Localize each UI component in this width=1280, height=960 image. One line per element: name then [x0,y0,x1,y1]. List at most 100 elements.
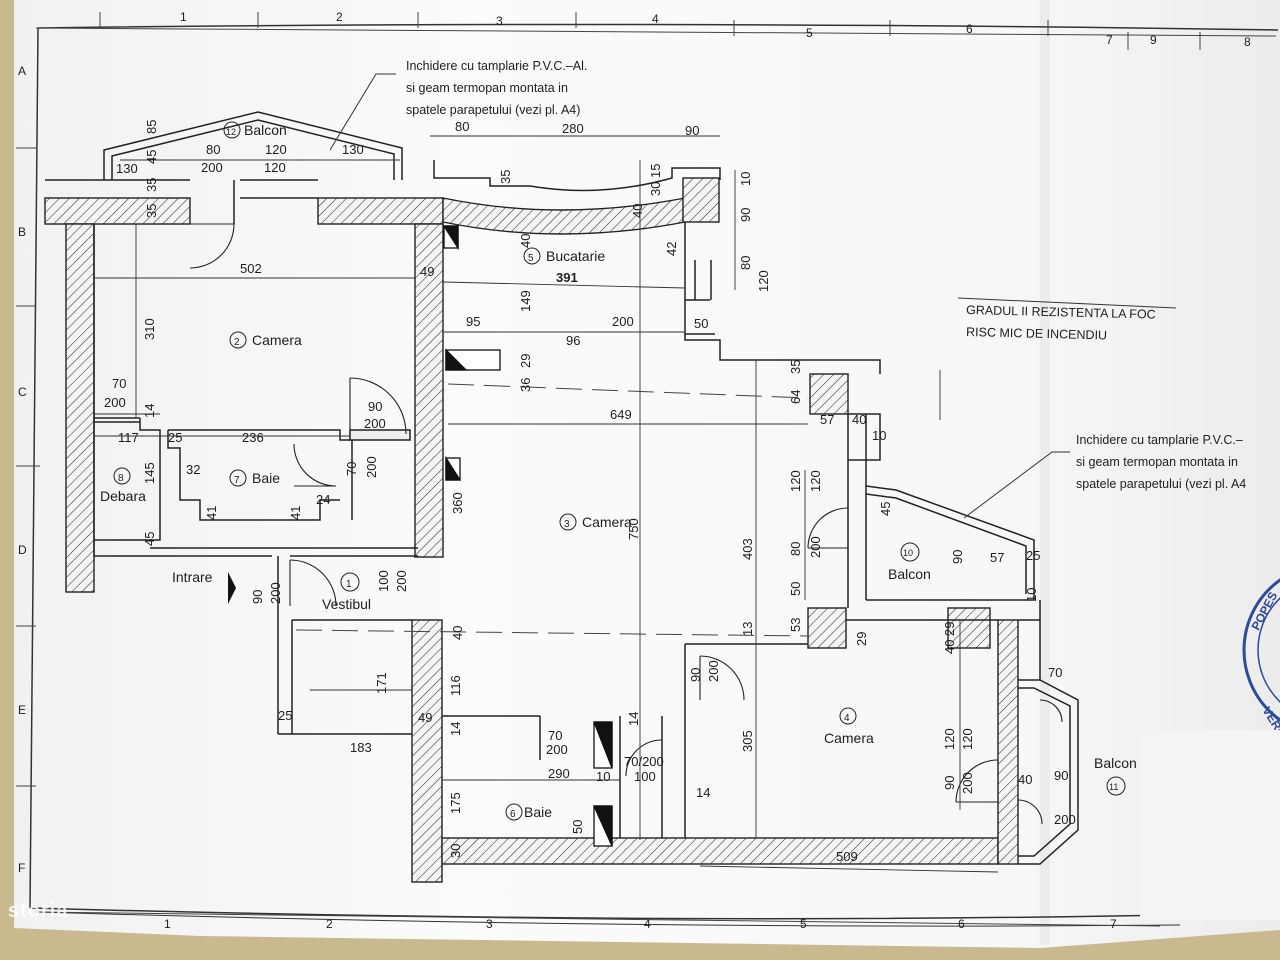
svg-text:305: 305 [740,730,755,752]
svg-text:200: 200 [808,536,823,558]
svg-text:45: 45 [878,502,893,516]
svg-text:149: 149 [518,290,533,312]
svg-text:10: 10 [903,548,913,558]
svg-text:6: 6 [966,22,973,36]
svg-text:290: 290 [548,766,570,781]
svg-text:96: 96 [566,333,580,348]
svg-text:40: 40 [1018,772,1032,787]
svg-text:E: E [18,703,26,717]
note-closure-right: Inchidere cu tamplarie P.V.C.– si geam t… [1076,433,1246,491]
svg-text:90: 90 [738,208,753,222]
svg-text:50: 50 [570,820,585,834]
svg-text:85: 85 [144,120,159,134]
svg-text:14: 14 [448,722,463,736]
svg-text:Balcon: Balcon [244,122,287,138]
svg-text:si geam termopan montata in: si geam termopan montata in [406,81,568,95]
grid-column-labels-top: 1 2 3 4 5 6 7 9 8 [180,10,1251,49]
svg-text:12: 12 [226,127,236,137]
svg-text:90: 90 [942,776,957,790]
svg-text:310: 310 [142,318,157,340]
svg-text:120: 120 [788,470,803,492]
svg-text:200: 200 [960,772,975,794]
svg-text:80: 80 [206,142,220,157]
redaction-patch [1140,730,1280,920]
svg-text:509: 509 [836,849,858,864]
svg-text:64: 64 [788,390,803,404]
svg-text:90: 90 [685,123,699,138]
vertical-dimensions: 85 45 35 35 310 14 145 45 41 41 70 200 3… [142,120,1039,858]
svg-text:171: 171 [374,672,389,694]
svg-text:200: 200 [104,395,126,410]
svg-text:90: 90 [1054,768,1068,783]
svg-text:41: 41 [288,506,303,520]
svg-text:70: 70 [112,376,126,391]
svg-text:70: 70 [1048,665,1062,680]
svg-text:53: 53 [788,618,803,632]
svg-text:10: 10 [872,428,886,443]
svg-text:spatele parapetului (vezi pl.: spatele parapetului (vezi pl. A4) [406,103,580,117]
svg-text:403: 403 [740,538,755,560]
svg-text:25: 25 [1026,548,1040,563]
svg-text:2: 2 [336,10,343,24]
svg-text:A: A [18,64,26,78]
watermark: storia [8,900,69,922]
svg-text:10: 10 [1024,588,1039,602]
svg-text:41: 41 [204,506,219,520]
svg-text:Inchidere cu tamplarie P.V.C.–: Inchidere cu tamplarie P.V.C.–Al. [406,59,587,73]
svg-text:5: 5 [528,253,534,264]
svg-text:8: 8 [118,473,124,484]
svg-text:4: 4 [652,12,659,26]
svg-text:90: 90 [368,399,382,414]
svg-text:29: 29 [942,622,957,636]
horizontal-dimensions: 80 280 90 130 80 120 130 200 120 502 49 … [104,119,1076,864]
svg-text:280: 280 [562,121,584,136]
svg-text:Inchidere cu tamplarie P.V.C.–: Inchidere cu tamplarie P.V.C.– [1076,433,1243,447]
svg-text:200: 200 [364,456,379,478]
svg-text:8: 8 [1244,35,1251,49]
svg-text:6: 6 [510,809,516,820]
svg-text:50: 50 [694,316,708,331]
paper-shadow-fold [1040,0,1050,945]
svg-text:49: 49 [420,264,434,279]
svg-text:Debara: Debara [100,488,146,504]
svg-text:90: 90 [688,668,703,682]
svg-text:29: 29 [518,354,533,368]
svg-text:120: 120 [960,728,975,750]
svg-text:7: 7 [234,475,240,486]
svg-text:57: 57 [820,412,834,427]
svg-text:5: 5 [800,917,807,931]
paper [14,0,1280,948]
svg-text:Camera: Camera [582,514,632,530]
svg-text:40: 40 [852,412,866,427]
grid-row-labels: A B C D E F [18,64,27,875]
svg-text:3: 3 [564,519,570,530]
svg-text:183: 183 [350,740,372,755]
svg-text:9: 9 [1150,33,1157,47]
svg-text:14: 14 [626,712,641,726]
room-3-label: 3 Camera [559,513,632,531]
svg-text:Balcon: Balcon [888,566,931,582]
svg-text:200: 200 [394,570,409,592]
ventilation-ducts [442,225,613,847]
svg-text:120: 120 [942,728,957,750]
svg-text:3: 3 [486,917,493,931]
svg-text:4: 4 [844,713,850,724]
room-12-label: 12 Balcon [223,121,287,139]
svg-text:120: 120 [808,470,823,492]
svg-text:32: 32 [186,462,200,477]
svg-text:200: 200 [612,314,634,329]
svg-text:117: 117 [118,430,139,445]
entry-label: Intrare [172,569,236,604]
svg-text:D: D [18,543,27,557]
svg-text:10: 10 [738,172,753,186]
interior-lines [45,111,1079,865]
door-swings [289,377,1063,825]
svg-text:24: 24 [316,492,330,507]
svg-text:RISC MIC DE INCENDIU: RISC MIC DE INCENDIU [966,325,1107,342]
